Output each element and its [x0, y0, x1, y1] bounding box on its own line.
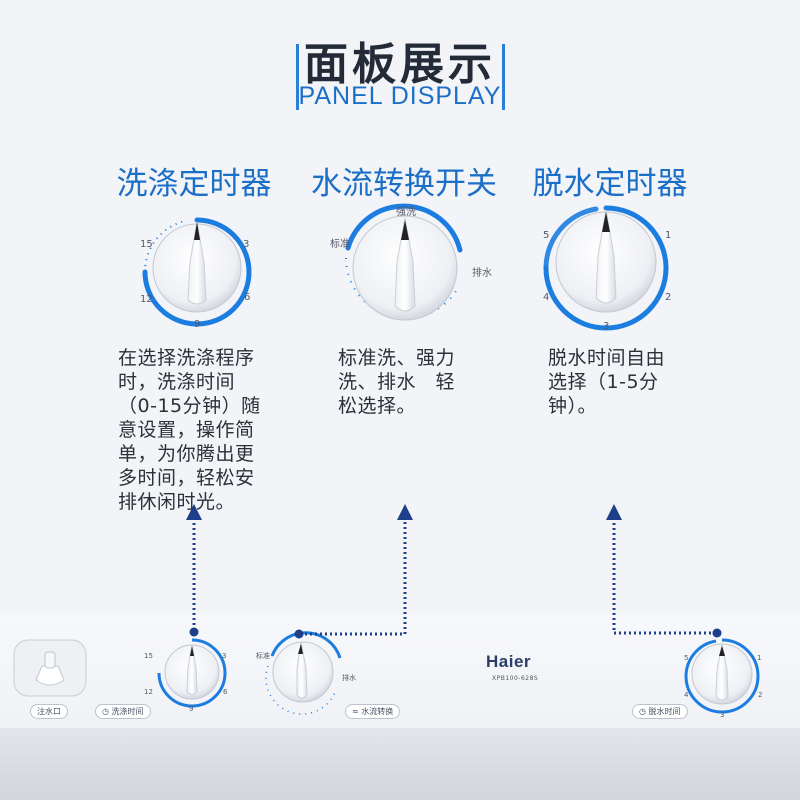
panel-label-flow-switch: ≈ 水流转换 [345, 704, 401, 719]
panel-flow-label-drain: 排水 [342, 673, 356, 682]
flow-icon: ≈ [352, 707, 359, 716]
panel-spin-label-1: 1 [757, 654, 761, 662]
arrow-dot-flow [294, 629, 304, 639]
spin-knob-pointer [602, 212, 610, 232]
flow-knob-pointer [401, 220, 409, 240]
model-number: XPB100-628S [492, 675, 539, 682]
arrow-head-spin [606, 504, 622, 520]
flow-switch-description: 标准洗、强力 洗、排水 轻 松选择。 [338, 347, 456, 417]
wash-knob-grip [187, 221, 207, 305]
arrow-dot-wash [189, 627, 199, 637]
brand-logo: Haier [486, 652, 532, 671]
panel-spin-knob-grip [715, 643, 729, 701]
arrow-line-spin [612, 520, 716, 635]
panel-spin-pointer [719, 646, 725, 656]
panel-spin-label-3: 3 [720, 711, 724, 719]
panel-wash-label-6: 6 [223, 688, 228, 696]
clock-icon: ◷ [639, 707, 646, 716]
section-title-spin-timer: 脱水定时器 [532, 166, 688, 202]
spin-dial-label-5: 5 [543, 230, 549, 241]
wash-timer-dial[interactable]: 15 3 12 6 9 [140, 217, 252, 330]
spin-dial-arc [543, 205, 669, 331]
spin-timer-description: 脱水时间自由 选择（1-5分 钟）。 [548, 347, 666, 417]
spin-dial-label-1: 1 [665, 230, 671, 241]
flow-dial-arc [345, 203, 463, 253]
panel-wash-label-15: 15 [144, 652, 153, 660]
arrow-head-flow [397, 504, 413, 520]
panel-wash-pointer [190, 646, 194, 656]
wash-dial-arc [142, 217, 252, 327]
water-inlet[interactable] [13, 639, 87, 697]
panel-wash-dial[interactable]: 15 3 12 6 9 [144, 638, 228, 713]
panel-flow-pointer [298, 644, 303, 654]
panel-label-water-inlet: 注水口 [30, 704, 68, 719]
water-inlet-nozzle [35, 665, 65, 686]
panel-label-wash-time: ◷ 洗涤时间 [95, 704, 151, 719]
flow-dial-label-standard: 标准 [330, 238, 350, 250]
spin-dial-label-2: 2 [665, 292, 671, 303]
panel-wash-knob-grip [186, 644, 198, 695]
panel-flow-dial[interactable]: 标准 排水 [256, 631, 356, 715]
wash-knob-pointer [194, 222, 200, 240]
wash-dial-label-15: 15 [140, 239, 153, 250]
spin-timer-dial[interactable]: 5 1 4 2 3 [543, 205, 671, 332]
panel-spin-dial-arc [684, 638, 760, 714]
panel-label-spin-time: ◷ 脱水时间 [632, 704, 688, 719]
header-divider-left [296, 44, 299, 110]
spin-dial-arc-left [543, 206, 599, 271]
panel-flow-label-standard: 标准 [256, 651, 270, 660]
panel-spin-dial-arc-left [684, 639, 717, 677]
water-inlet-stem [44, 651, 56, 669]
page-title: 面板展示 [304, 39, 496, 90]
wash-dial-label-3: 3 [243, 239, 249, 250]
arrow-head-wash [186, 504, 202, 520]
wash-timer-description: 在选择洗涤程序 时，洗涤时间 （0-15分钟）随 意设置，操作简 单，为你腾出更… [118, 347, 261, 513]
flow-switch-dial[interactable]: 强洗 标准 排水 [330, 203, 492, 321]
panel-wash-label-9: 9 [189, 705, 193, 713]
spin-knob-grip [595, 209, 617, 304]
spin-dial-label-4: 4 [543, 292, 549, 303]
header-divider-right [502, 44, 505, 110]
panel-wash-dial-arc [157, 638, 227, 708]
spin-dial-label-3: 3 [603, 321, 609, 332]
section-title-wash-timer: 洗涤定时器 [116, 166, 272, 202]
panel-flow-knob-grip [296, 641, 308, 699]
flow-dial-label-strong: 强洗 [396, 206, 416, 218]
page-subtitle: PANEL DISPLAY [298, 82, 502, 110]
wash-dial-label-6: 6 [244, 292, 250, 303]
panel-spin-label-2: 2 [758, 691, 762, 699]
arrow-line-flow [300, 520, 407, 636]
clock-icon: ◷ [102, 707, 109, 716]
panel-wash-label-12: 12 [144, 688, 153, 696]
wash-dial-label-12: 12 [140, 294, 153, 305]
panel-wash-label-3: 3 [222, 652, 226, 660]
callout-arrows [186, 504, 722, 639]
panel-spin-dial[interactable]: 5 1 4 2 3 [684, 638, 762, 719]
panel-spin-label-5: 5 [684, 654, 688, 662]
flow-dial-label-drain: 排水 [472, 266, 492, 279]
control-panel-base [0, 728, 800, 800]
section-title-flow-switch: 水流转换开关 [311, 166, 497, 202]
arrow-dot-spin [712, 628, 722, 638]
panel-spin-label-4: 4 [684, 691, 689, 699]
flow-knob-grip [394, 217, 416, 312]
wash-dial-label-9: 9 [194, 319, 200, 330]
